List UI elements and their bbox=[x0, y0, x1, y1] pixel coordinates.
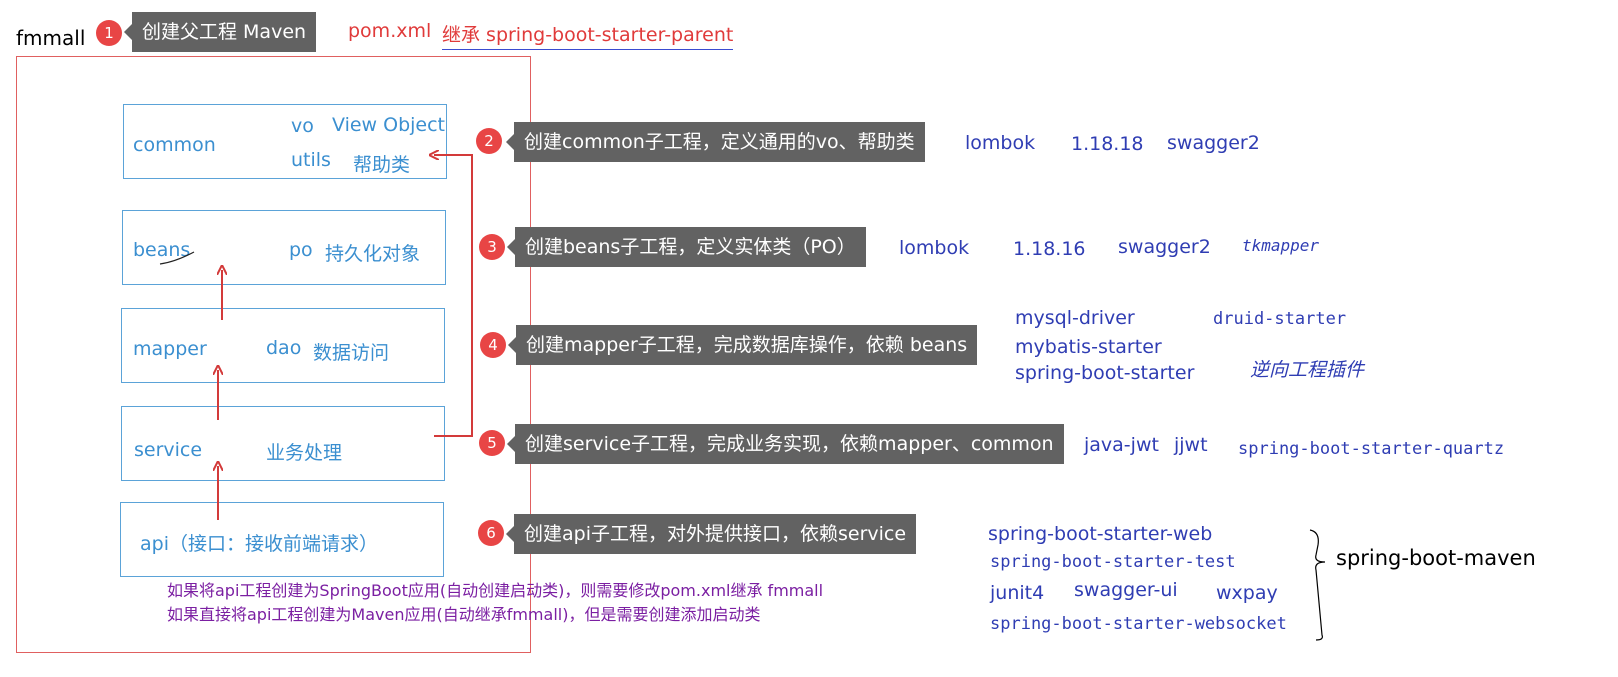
module-service-name: service bbox=[134, 439, 203, 461]
dep-api-junit4: junit4 bbox=[990, 582, 1045, 604]
po-desc: 持久化对象 bbox=[325, 243, 421, 265]
arrow-service-to-common bbox=[434, 155, 473, 437]
dep-beans-version: 1.18.16 bbox=[1013, 238, 1086, 260]
dao-label: dao bbox=[266, 337, 302, 359]
step-badge-5: 5 bbox=[479, 430, 505, 456]
dep-mapper-mysql: mysql-driver bbox=[1015, 307, 1135, 329]
dep-api-test: spring-boot-starter-test bbox=[990, 552, 1236, 572]
module-mapper: mapper dao 数据访问 bbox=[121, 308, 445, 383]
dep-api-websocket: spring-boot-starter-websocket bbox=[990, 614, 1287, 634]
module-common-name: common bbox=[133, 134, 216, 156]
dep-mapper-springboot: spring-boot-starter bbox=[1015, 362, 1195, 384]
dep-service-javajwt: java-jwt bbox=[1084, 434, 1159, 456]
project-title: fmmall bbox=[16, 26, 86, 50]
step-badge-1: 1 bbox=[96, 20, 122, 46]
inherit-text: 继承 spring-boot-starter-parent bbox=[442, 20, 734, 50]
step-badge-4: 4 bbox=[480, 332, 506, 358]
dep-beans-swagger2: swagger2 bbox=[1118, 236, 1211, 258]
brace-label: spring-boot-maven bbox=[1336, 546, 1536, 570]
dao-desc: 数据访问 bbox=[313, 342, 390, 364]
dep-beans-lombok: lombok bbox=[899, 237, 970, 259]
dep-api-web: spring-boot-starter-web bbox=[988, 523, 1213, 545]
step-label-4: 创建mapper子工程，完成数据库操作，依赖 beans bbox=[507, 325, 978, 365]
vo-desc: View Object bbox=[332, 114, 446, 136]
pen-scribble bbox=[159, 251, 195, 265]
dep-service-jjwt: jjwt bbox=[1174, 434, 1208, 456]
step-label-5: 创建service子工程，完成业务实现，依赖mapper、common bbox=[507, 424, 1064, 464]
module-service: service 业务处理 bbox=[121, 406, 445, 481]
utils-label: utils bbox=[291, 149, 331, 171]
po-label: po bbox=[289, 239, 313, 261]
dep-mapper-druid: druid-starter bbox=[1213, 309, 1347, 329]
dep-service-quartz: spring-boot-starter-quartz bbox=[1238, 439, 1505, 459]
step-badge-6: 6 bbox=[478, 520, 504, 546]
dep-beans-tkmapper: tkmapper bbox=[1242, 236, 1320, 255]
dep-common-lombok: lombok bbox=[965, 132, 1036, 154]
utils-desc: 帮助类 bbox=[353, 154, 411, 176]
module-beans-name: beans bbox=[133, 239, 191, 261]
note-2: 如果直接将api工程创建为Maven应用(自动继承fmmall)，但是需要创建添… bbox=[167, 605, 761, 624]
module-api-name: api（接口：接收前端请求） bbox=[140, 533, 378, 555]
step-label-2: 创建common子工程，定义通用的vo、帮助类 bbox=[506, 122, 925, 162]
vo-label: vo bbox=[291, 115, 314, 137]
dep-mapper-generator: 逆向工程插件 bbox=[1250, 359, 1365, 381]
module-common: common vo View Object utils 帮助类 bbox=[123, 104, 447, 179]
pom-text: pom.xml bbox=[348, 20, 432, 42]
dep-common-version: 1.18.18 bbox=[1071, 133, 1144, 155]
service-desc: 业务处理 bbox=[266, 442, 343, 464]
step-badge-3: 3 bbox=[479, 234, 505, 260]
module-beans: beans po 持久化对象 bbox=[122, 210, 446, 285]
step-label-1: 创建父工程 Maven bbox=[123, 12, 317, 52]
dep-common-swagger2: swagger2 bbox=[1167, 132, 1260, 154]
dep-api-swaggerui: swagger-ui bbox=[1074, 579, 1178, 601]
dep-mapper-mybatis: mybatis-starter bbox=[1015, 336, 1162, 358]
dep-api-wxpay: wxpay bbox=[1216, 582, 1278, 604]
step-badge-2: 2 bbox=[476, 128, 502, 154]
step-label-6: 创建api子工程，对外提供接口，依赖service bbox=[505, 514, 917, 554]
step-label-3: 创建beans子工程，定义实体类（PO） bbox=[507, 227, 866, 267]
module-api: api（接口：接收前端请求） bbox=[120, 502, 444, 577]
note-1: 如果将api工程创建为SpringBoot应用(自动创建启动类)，则需要修改po… bbox=[167, 581, 824, 600]
module-mapper-name: mapper bbox=[133, 338, 207, 360]
brace bbox=[1309, 529, 1326, 641]
